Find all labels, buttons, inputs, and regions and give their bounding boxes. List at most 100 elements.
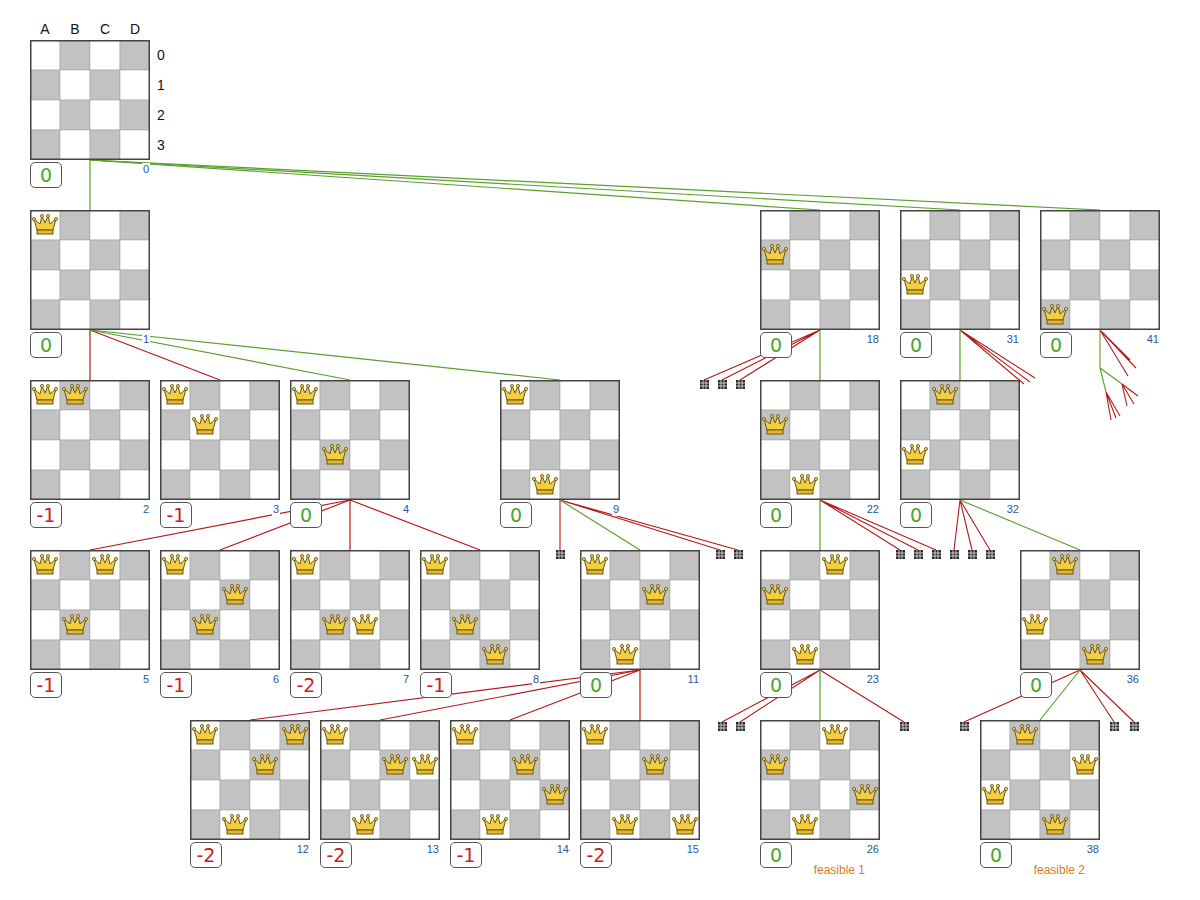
- board-cell: [760, 720, 790, 750]
- score-badge: 0: [980, 842, 1012, 868]
- board-cell: [480, 720, 510, 750]
- chess-board: [760, 210, 880, 330]
- board-node: -16: [160, 550, 280, 670]
- board-cell: [250, 440, 280, 470]
- board-cell: [320, 440, 350, 470]
- chess-board: [1040, 210, 1160, 330]
- board-cell: [510, 720, 540, 750]
- board-cell: [930, 240, 960, 270]
- board-cell: [790, 410, 820, 440]
- board-cell: [410, 810, 440, 840]
- board-border: [901, 211, 1020, 330]
- board-cell: [1040, 810, 1070, 840]
- board-cell: [760, 810, 790, 840]
- queen-icon: [582, 554, 607, 574]
- board-cell: [60, 380, 90, 410]
- board-cell: [380, 750, 410, 780]
- queen-icon: [902, 444, 927, 464]
- board-cell: [610, 580, 640, 610]
- queen-icon: [672, 814, 697, 834]
- board-border: [501, 381, 620, 500]
- board-cell: [580, 810, 610, 840]
- board-cell: [320, 780, 350, 810]
- board-cell: [380, 380, 410, 410]
- board-cell: [1050, 550, 1080, 580]
- board-cell: [610, 780, 640, 810]
- board-cell: [1130, 210, 1160, 240]
- branch-line: [1100, 330, 1122, 392]
- board-cell: [500, 440, 530, 470]
- board-cell: [850, 300, 880, 330]
- chess-board: [190, 720, 310, 840]
- chess-board: [900, 210, 1020, 330]
- node-number: 36: [1126, 673, 1140, 686]
- board-cell: [60, 410, 90, 440]
- board-border: [191, 721, 310, 840]
- board-cell: [530, 470, 560, 500]
- node-number: 18: [866, 333, 880, 346]
- tree-edge: [90, 160, 960, 210]
- board-cell: [350, 810, 380, 840]
- board-cell: [1100, 240, 1130, 270]
- score-badge: 0: [30, 332, 62, 358]
- board-cell: [90, 270, 120, 300]
- board-cell: [120, 40, 150, 70]
- board-border: [321, 721, 440, 840]
- feasible-label: feasible 2: [1033, 863, 1086, 877]
- board-cell: [120, 70, 150, 100]
- queen-icon: [62, 614, 87, 634]
- node-number: 4: [402, 503, 410, 516]
- board-cell: [1110, 610, 1140, 640]
- board-node: -13: [160, 380, 280, 500]
- board-cell: [380, 580, 410, 610]
- board-cell: [510, 810, 540, 840]
- board-cell: [350, 470, 380, 500]
- board-cell: [30, 270, 60, 300]
- queen-icon: [542, 784, 567, 804]
- axis-label: C: [100, 21, 110, 37]
- board-cell: [250, 550, 280, 580]
- board-cell: [820, 270, 850, 300]
- board-cell: [930, 470, 960, 500]
- board-cell: [500, 380, 530, 410]
- board-cell: [90, 580, 120, 610]
- board-cell: [760, 550, 790, 580]
- queen-icon: [282, 724, 307, 744]
- board-cell: [250, 470, 280, 500]
- queen-icon: [32, 554, 57, 574]
- board-node: 023: [760, 550, 880, 670]
- queen-icon: [222, 814, 247, 834]
- board-cell: [30, 550, 60, 580]
- board-cell: [350, 410, 380, 440]
- board-cell: [90, 440, 120, 470]
- board-cell: [280, 780, 310, 810]
- queen-icon: [322, 724, 347, 744]
- score-badge: 0: [500, 502, 532, 528]
- chess-board: [160, 550, 280, 670]
- pruned-board-icon: [556, 380, 1139, 731]
- queen-icon: [482, 814, 507, 834]
- axis-label: B: [70, 21, 79, 37]
- node-number: 3: [272, 503, 280, 516]
- board-cell: [1130, 300, 1160, 330]
- board-cell: [990, 270, 1020, 300]
- score-badge: -1: [450, 842, 482, 868]
- board-cell: [670, 720, 700, 750]
- board-cell: [250, 610, 280, 640]
- board-cell: [790, 440, 820, 470]
- board-node: -213: [320, 720, 440, 840]
- board-cell: [380, 640, 410, 670]
- board-border: [581, 721, 700, 840]
- board-cell: [190, 380, 220, 410]
- board-cell: [960, 380, 990, 410]
- node-number: 38: [1086, 843, 1100, 856]
- board-cell: [350, 610, 380, 640]
- board-cell: [250, 580, 280, 610]
- board-cell: [670, 640, 700, 670]
- board-cell: [190, 780, 220, 810]
- board-cell: [640, 750, 670, 780]
- board-cell: [120, 610, 150, 640]
- board-cell: [850, 270, 880, 300]
- board-cell: [120, 410, 150, 440]
- board-cell: [60, 270, 90, 300]
